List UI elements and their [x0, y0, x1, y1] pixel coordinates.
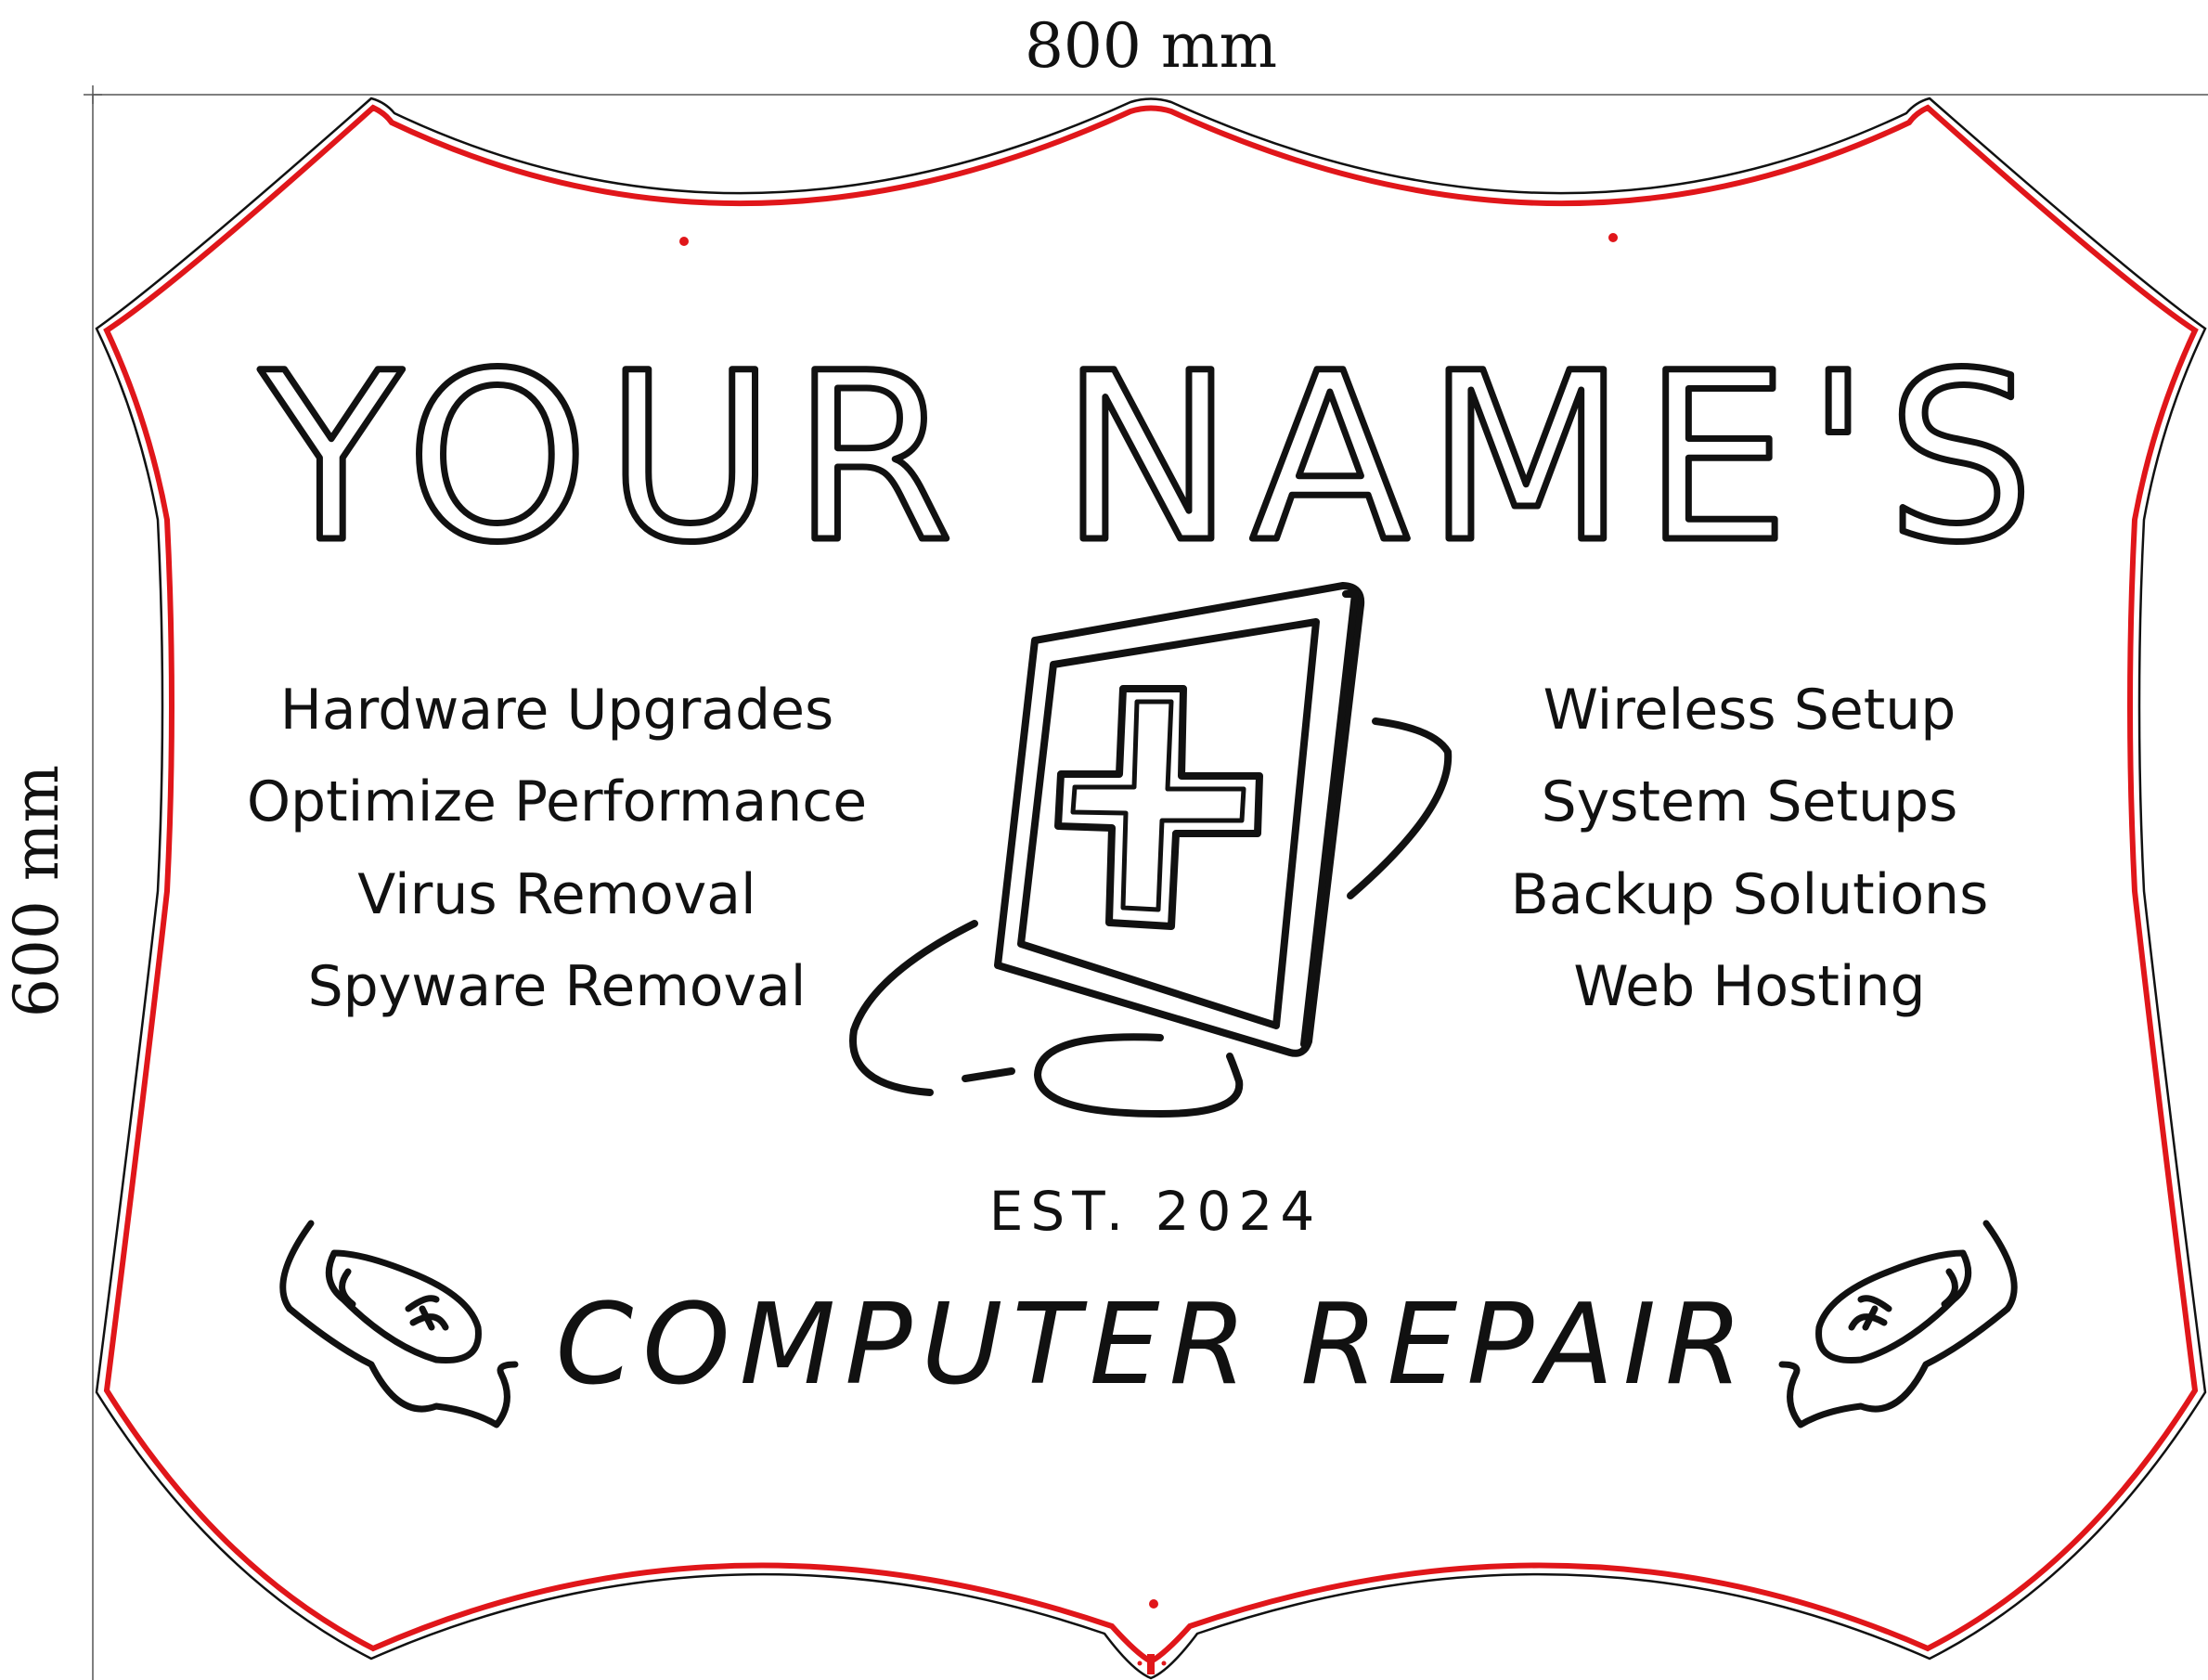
mount-hole: [1161, 1661, 1167, 1666]
service-item: Virus Removal: [357, 862, 755, 927]
headline: YOUR NAME'S: [259, 323, 2050, 593]
mount-hole: [1149, 1599, 1158, 1609]
tagline: COMPUTER REPAIR: [555, 1281, 1751, 1410]
sign-outline-outer: [95, 97, 2207, 1680]
mount-hole: [679, 237, 689, 246]
service-item: Hardware Upgrades: [280, 678, 834, 743]
mount-hole: [1137, 1661, 1143, 1666]
services-left: Hardware Upgrades Optimize Performance V…: [247, 678, 867, 1019]
computer-mouse-icon: [279, 1220, 519, 1428]
service-item: Backup Solutions: [1511, 862, 1989, 927]
services-right: Wireless Setup System Setups Backup Solu…: [1511, 678, 1989, 1019]
established-text: EST. 2024: [989, 1180, 1323, 1243]
service-item: Optimize Performance: [247, 769, 867, 834]
sign-outline-inner: [103, 104, 2199, 1665]
mount-hole: [1608, 233, 1618, 242]
power-notch: [1147, 1654, 1155, 1674]
service-item: Spyware Removal: [308, 954, 807, 1019]
height-label: 600 mm: [1, 765, 72, 1017]
width-label: 800 mm: [1025, 10, 1277, 82]
computer-mouse-icon: [1778, 1220, 2018, 1428]
dimension-height: 600 mm: [1, 94, 102, 1680]
service-item: Wireless Setup: [1543, 678, 1956, 743]
service-item: Web Hosting: [1573, 954, 1925, 1019]
dimension-width: 800 mm: [92, 10, 2208, 104]
service-item: System Setups: [1542, 769, 1958, 834]
computer-monitor-icon: [849, 582, 1453, 1118]
